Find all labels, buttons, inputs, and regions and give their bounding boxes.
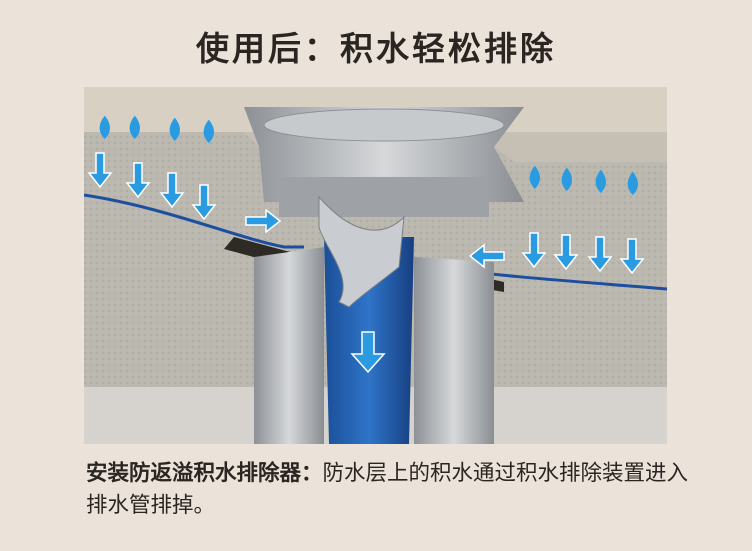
caption-text: 防水层上的积水通过积水排除装置进入排水管排掉。 <box>86 461 689 518</box>
drain-illustration <box>84 87 667 444</box>
anti-backflow-valve <box>318 195 405 308</box>
water-drop-icon <box>169 117 180 141</box>
water-drop-icon <box>129 115 140 139</box>
down-arrow-icon <box>125 162 151 199</box>
page-title: 使用后：积水轻松排除 <box>196 29 556 68</box>
down-arrow-icon <box>619 238 645 275</box>
water-drop-icon <box>561 167 572 191</box>
drain-housing-left <box>254 247 324 444</box>
down-arrow-icon <box>350 331 386 374</box>
water-drop-icon <box>99 115 110 139</box>
down-arrow-icon <box>553 234 579 271</box>
floor-drain-cross-section <box>84 87 667 444</box>
water-drops <box>99 115 638 195</box>
water-drop-icon <box>627 171 638 195</box>
waterproof-layer-left <box>84 193 304 249</box>
drain-housing-right <box>414 257 494 444</box>
caption: 安装防返溢积水排除器：防水层上的积水通过积水排除装置进入排水管排掉。 <box>86 458 706 522</box>
water-drop-icon <box>595 169 606 193</box>
down-arrow-icon <box>191 184 217 221</box>
down-arrow-icon <box>521 232 547 269</box>
water-drop-icon <box>529 165 540 189</box>
right-arrow-icon <box>245 208 282 234</box>
flow-arrows <box>87 152 645 374</box>
caption-heading: 安装防返溢积水排除器： <box>86 461 323 486</box>
left-arrow-icon <box>468 243 505 269</box>
down-arrow-icon <box>159 172 185 209</box>
water-drop-icon <box>203 119 214 143</box>
down-arrow-icon <box>87 152 113 189</box>
down-arrow-icon <box>587 236 613 273</box>
